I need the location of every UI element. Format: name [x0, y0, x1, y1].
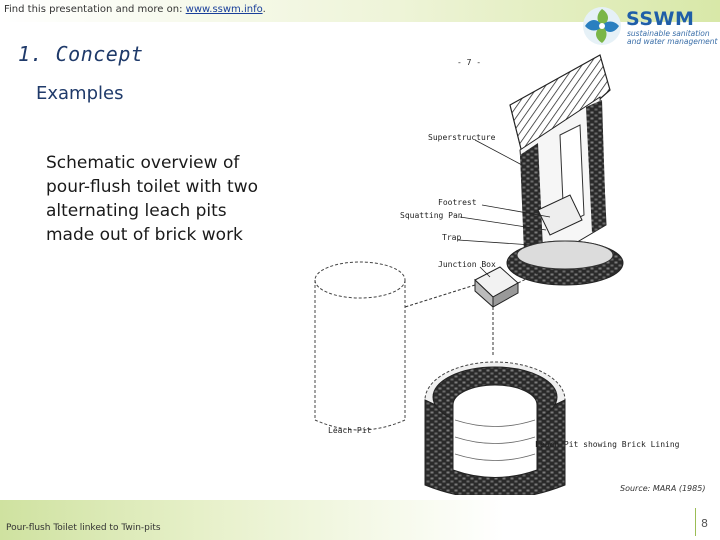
roof: [509, 54, 611, 167]
body-text: Schematic overview of pour-flush toilet …: [46, 151, 296, 247]
logo-name: SSWM: [626, 8, 695, 30]
body-line: pour-flush toilet with two: [46, 177, 259, 197]
subheading: Examples: [36, 83, 124, 104]
superstructure-drawing: [506, 54, 624, 286]
top-banner: [0, 0, 720, 22]
sswm-logo-icon: [583, 7, 621, 45]
toilet-slab: [516, 240, 614, 270]
footer-title: Pour-flush Toilet linked to Twin-pits: [6, 523, 161, 533]
section-title: 1. Concept: [18, 42, 144, 66]
footer-bar: [0, 500, 720, 540]
find-prefix: Find this presentation and more on:: [4, 4, 186, 15]
logo-tagline: sustainable sanitation and water managem…: [627, 30, 718, 46]
toilet-schematic-figure: - 7 - Superstructure: [314, 54, 680, 495]
figure-labels: Superstructure Footrest Squatting Pan Tr…: [328, 133, 680, 449]
page-number: 8: [701, 517, 708, 530]
label-superstructure: Superstructure: [428, 133, 496, 142]
logo-tagline-line-2: and water management: [627, 37, 718, 46]
right-leach-pit-drawing: [424, 361, 566, 495]
body-line: made out of brick work: [46, 225, 243, 245]
sswm-logo: SSWM sustainable sanitation and water ma…: [582, 6, 718, 52]
sswm-link[interactable]: www.sswm.info: [185, 4, 263, 15]
body-line: alternating leach pits: [46, 201, 227, 221]
footer-separator: [695, 508, 696, 536]
find-presentation-text: Find this presentation and more on: www.…: [4, 4, 266, 15]
label-leach-pit-lining: Leach Pit showing Brick Lining: [535, 440, 680, 449]
page-mark: - 7 -: [457, 58, 481, 67]
squatting-pan-drawing: [537, 194, 583, 236]
body-line: Schematic overview of: [46, 153, 240, 173]
label-squatting-pan: Squatting Pan: [400, 211, 463, 220]
figure-source: Source: MARA (1985): [620, 484, 706, 493]
label-leach-pit: Leach Pit: [328, 426, 372, 435]
side-wall: [586, 100, 606, 233]
label-junction-box: Junction Box: [438, 260, 496, 269]
label-trap: Trap: [442, 233, 461, 242]
junction-drawing: [404, 266, 539, 355]
logo-tagline-line-1: sustainable sanitation: [627, 29, 710, 38]
left-leach-pit-drawing: [314, 261, 406, 431]
find-suffix: .: [262, 4, 266, 15]
label-footrest: Footrest: [438, 198, 477, 207]
